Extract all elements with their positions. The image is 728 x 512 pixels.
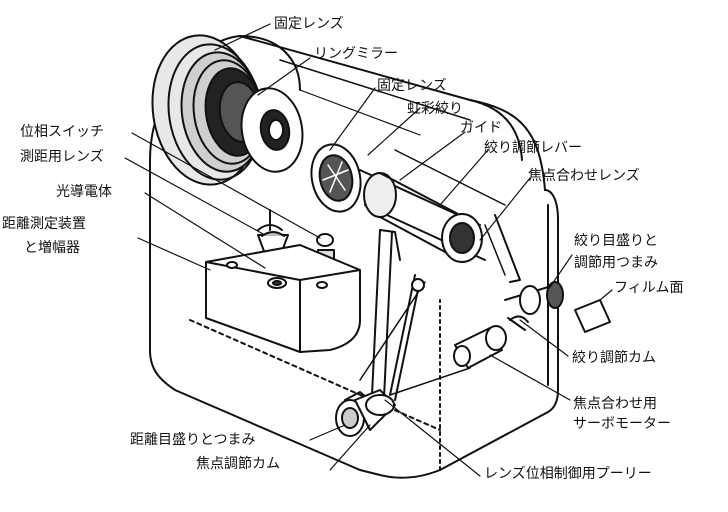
label-aperture-scale-2: 調節用つまみ — [574, 255, 658, 271]
servo-motor — [453, 325, 507, 369]
aperture-knob — [504, 281, 564, 331]
label-focusing-lens: 焦点合わせレンズ — [528, 168, 640, 184]
label-focus-cam: 焦点調節カム — [196, 456, 280, 472]
label-aperture-lever: 絞り調節レバー — [484, 140, 582, 156]
label-ranging-lens: 測距用レンズ — [20, 149, 104, 165]
label-film-plane: フィルム面 — [614, 280, 684, 296]
label-distance-scale: 距離目盛りとつまみ — [130, 432, 256, 448]
label-aperture-cam: 絞り調節カム — [572, 350, 656, 366]
label-range-device-1: 距離測定装置 — [2, 216, 86, 232]
distance-knob — [335, 389, 396, 437]
label-aperture-scale-1: 絞り目盛りと — [574, 233, 658, 249]
label-fixed-lens-mid: 固定レンズ — [377, 78, 447, 94]
label-guide: ガイド — [460, 120, 502, 136]
label-iris: 虹彩絞り — [407, 101, 463, 117]
film-plane-shape — [574, 299, 611, 333]
leader-lines — [124, 23, 613, 477]
label-ring-mirror: リングミラー — [314, 46, 398, 62]
range-device-box — [205, 244, 361, 353]
label-servo-1: 焦点合わせ用 — [573, 396, 657, 412]
label-servo-2: サーボモーター — [573, 416, 671, 432]
pulley-linkage — [359, 229, 471, 401]
label-photoconductor: 光導電体 — [56, 184, 112, 200]
label-phase-switch: 位相スイッチ — [20, 124, 104, 140]
iris-diaphragm — [310, 143, 362, 213]
label-phase-pulley: レンズ位相制御用プーリー — [484, 466, 652, 482]
label-fixed-lens-top: 固定レンズ — [274, 16, 344, 32]
fixed-lens-disc — [240, 87, 304, 173]
label-range-device-2: と増幅器 — [24, 240, 80, 256]
guide-and-focus-lens — [359, 149, 521, 283]
